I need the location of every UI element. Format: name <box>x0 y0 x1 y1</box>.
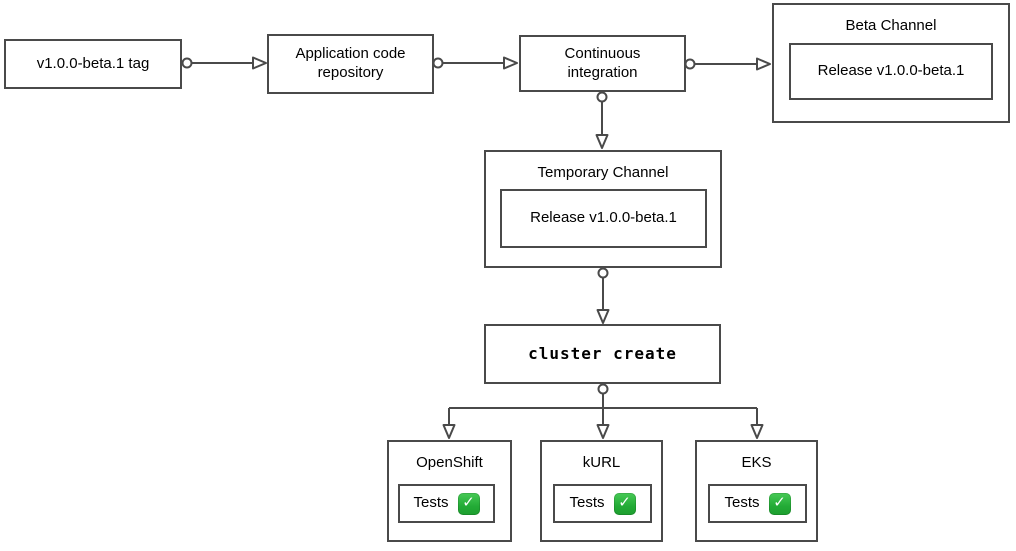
edge-ci-to-temp-channel <box>595 91 609 149</box>
tests-passed-icon: ✓ <box>613 492 636 515</box>
openshift-tests-label: Tests <box>413 494 449 512</box>
app-code-repository-label: Application code repository <box>295 45 406 81</box>
kurl-title: kURL <box>582 454 621 471</box>
temporary-release-label: Release v1.0.0-beta.1 <box>530 209 677 227</box>
node-continuous-integration: Continuous integration <box>519 35 686 92</box>
tests-passed-icon: ✓ <box>768 492 791 515</box>
eks-tests-label: Tests <box>724 494 760 512</box>
version-tag-label: v1.0.0-beta.1 tag <box>36 54 150 72</box>
node-eks: EKS Tests ✓ <box>695 440 818 542</box>
temporary-channel-title: Temporary Channel <box>537 164 669 181</box>
node-temporary-channel: Temporary Channel Release v1.0.0-beta.1 <box>484 150 722 268</box>
node-app-code-repository: Application code repository <box>267 34 434 94</box>
kurl-tests-label: Tests <box>569 494 605 512</box>
eks-title: EKS <box>741 454 772 471</box>
cluster-create-label: cluster create <box>528 344 677 363</box>
edge-repo-to-ci <box>432 56 518 70</box>
openshift-title: OpenShift <box>416 454 483 471</box>
edge-cluster-create-to-platforms <box>442 383 764 439</box>
tests-passed-icon: ✓ <box>457 492 480 515</box>
node-beta-channel: Beta Channel Release v1.0.0-beta.1 <box>772 3 1010 123</box>
node-beta-release: Release v1.0.0-beta.1 <box>789 43 993 100</box>
node-temporary-release: Release v1.0.0-beta.1 <box>500 189 707 248</box>
beta-release-label: Release v1.0.0-beta.1 <box>817 62 965 80</box>
kurl-tests-box: Tests ✓ <box>553 484 652 523</box>
node-kurl: kURL Tests ✓ <box>540 440 663 542</box>
beta-channel-title: Beta Channel <box>845 17 937 34</box>
eks-tests-box: Tests ✓ <box>708 484 807 523</box>
node-openshift: OpenShift Tests ✓ <box>387 440 512 542</box>
edge-temp-channel-to-cluster-create <box>596 267 610 324</box>
node-version-tag: v1.0.0-beta.1 tag <box>4 39 182 89</box>
edge-tag-to-repo <box>181 56 267 70</box>
openshift-tests-box: Tests ✓ <box>398 484 495 523</box>
edge-ci-to-beta-channel <box>684 57 771 71</box>
node-cluster-create: cluster create <box>484 324 721 384</box>
continuous-integration-label: Continuous integration <box>564 44 641 81</box>
